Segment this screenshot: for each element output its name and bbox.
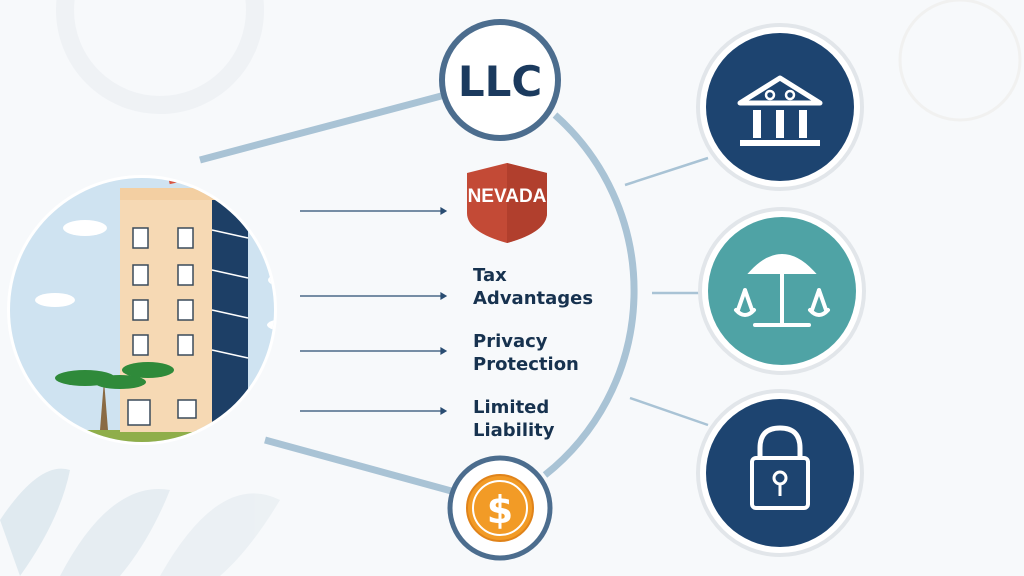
llc-label: LLC xyxy=(458,57,542,106)
nevada-label: NEVADA xyxy=(468,186,547,207)
connector-building-llc xyxy=(199,91,446,164)
dollar-coin-icon xyxy=(447,455,553,561)
benefit-line: Advantages xyxy=(473,288,594,309)
benefit-privacy-protection: Privacy Protection xyxy=(473,330,579,376)
benefit-line: Limited xyxy=(473,397,550,418)
building-illustration xyxy=(7,175,277,445)
lock-icon xyxy=(696,389,864,557)
benefit-limited-liability: Limited Liability xyxy=(473,396,555,442)
benefit-line: Privacy xyxy=(473,331,548,352)
main-arc xyxy=(542,112,638,478)
arrows xyxy=(300,206,448,416)
nevada-shield-icon xyxy=(467,163,547,243)
benefit-line: Tax xyxy=(473,265,507,286)
llc-circle xyxy=(439,19,561,141)
benefit-tax-advantages: Tax Advantages xyxy=(473,264,593,310)
scales-icon xyxy=(698,207,866,375)
dollar-symbol: $ xyxy=(487,488,513,532)
connector-building-dollar xyxy=(264,436,456,496)
benefit-line: Liability xyxy=(473,420,555,441)
benefit-line: Protection xyxy=(473,354,579,375)
bank-icon xyxy=(696,23,864,191)
